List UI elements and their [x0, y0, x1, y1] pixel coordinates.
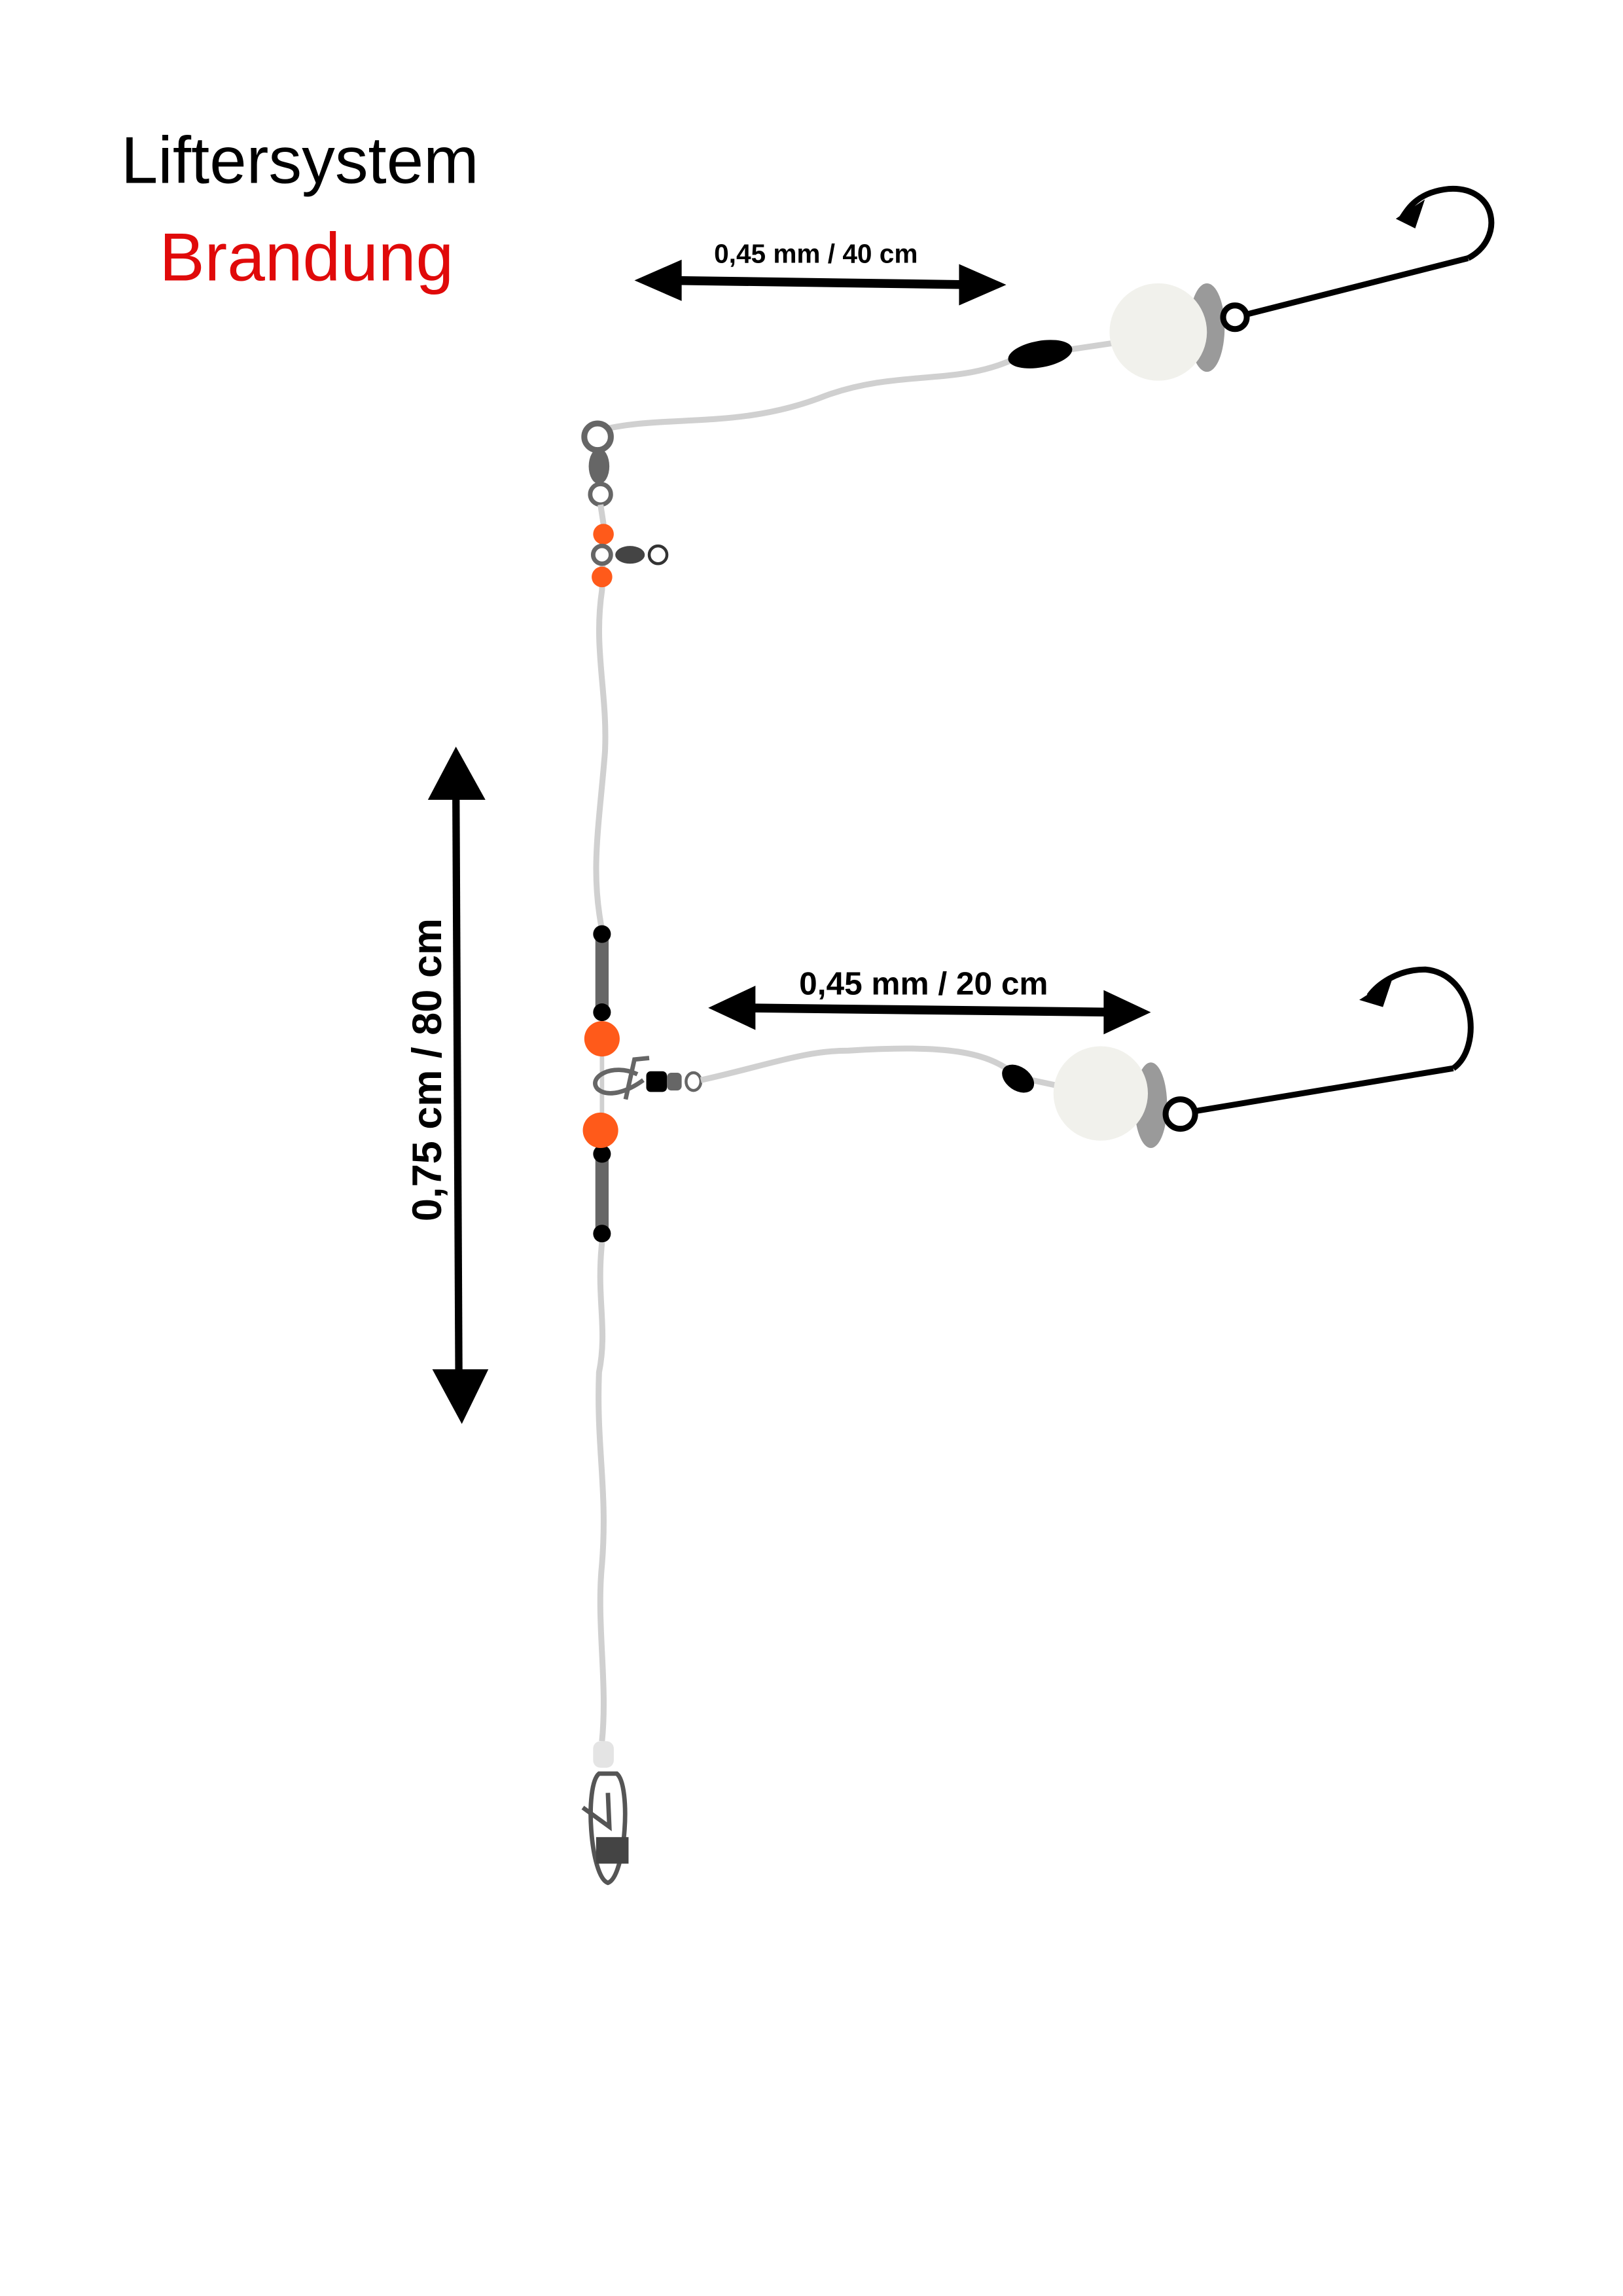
main-line-lower [596, 1242, 607, 1742]
clip-swivel-icon [593, 1056, 703, 1100]
hook-icon [1162, 966, 1474, 1132]
upper-snood-arrow [634, 259, 1007, 306]
pearl-icon [1109, 283, 1207, 381]
lower-snood-label: 0,45 mm / 20 cm [799, 965, 1048, 1002]
bead-orange [582, 1112, 618, 1148]
pearl-icon [1053, 1046, 1149, 1141]
title: Liftersystem [121, 124, 479, 198]
subtitle: Brandung [160, 219, 454, 295]
main-line-label: 0,75 cm / 80 cm [404, 918, 450, 1221]
lower-snood-arrow [708, 986, 1151, 1035]
bead-orange [592, 566, 613, 588]
lower-snood-line [700, 1045, 1101, 1098]
hook-icon [1220, 186, 1495, 332]
upper-snood-label: 0,45 mm / 40 cm [714, 238, 918, 268]
bead-orange [593, 524, 614, 545]
swivel-icon [590, 543, 669, 566]
bead-icon [1008, 340, 1073, 368]
bead-icon [1002, 1064, 1035, 1093]
swivel-icon [581, 420, 614, 507]
bead-orange [584, 1021, 620, 1057]
upper-snood-line [596, 333, 1159, 434]
main-line-arrow [427, 746, 489, 1424]
clip-icon [581, 1741, 629, 1886]
main-line [593, 504, 609, 931]
